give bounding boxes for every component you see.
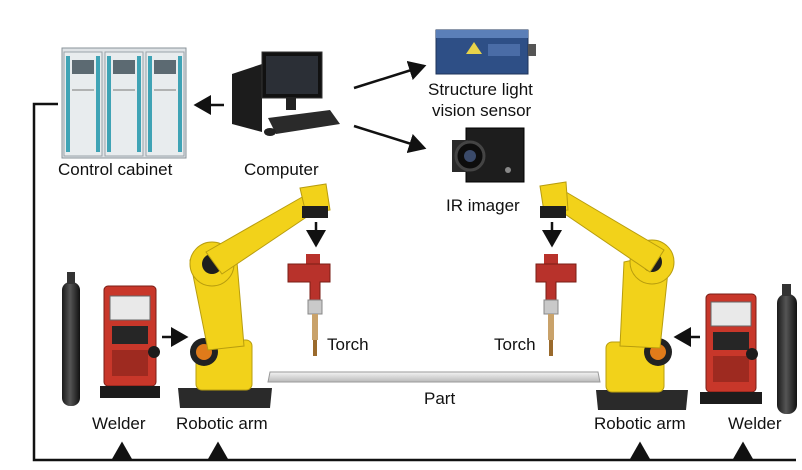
computer [232,51,340,136]
gas-cylinder-left-valve [67,272,75,284]
control-cabinet [61,47,187,159]
bus-lines [32,102,796,462]
label-torch-left: Torch [327,335,369,354]
torch-left [287,254,331,356]
ir-imager [452,127,525,183]
welder-left [100,285,160,398]
label-robotic-arm-left: Robotic arm [176,414,268,433]
label-control-cabinet: Control cabinet [58,160,173,179]
label-part: Part [424,389,456,408]
gas-cylinder-left [62,282,80,406]
part [267,371,601,383]
label-torch-right: Torch [494,335,536,354]
welder-right [700,293,762,404]
robotic-arm-left [178,183,331,408]
structure-light-sensor [435,29,536,75]
label-ir-imager: IR imager [446,196,520,215]
gas-cylinder-right [777,294,797,414]
robotic-arm-right [539,181,688,410]
torch-right [535,254,577,356]
label-sensor-line2: vision sensor [432,101,532,120]
gas-cylinder-right-valve [782,284,791,296]
label-sensor-line1: Structure light [428,80,533,99]
label-welder-left: Welder [92,414,146,433]
label-welder-right: Welder [728,414,782,433]
label-computer: Computer [244,160,319,179]
connection-arrows [162,60,700,347]
label-robotic-arm-right: Robotic arm [594,414,686,433]
